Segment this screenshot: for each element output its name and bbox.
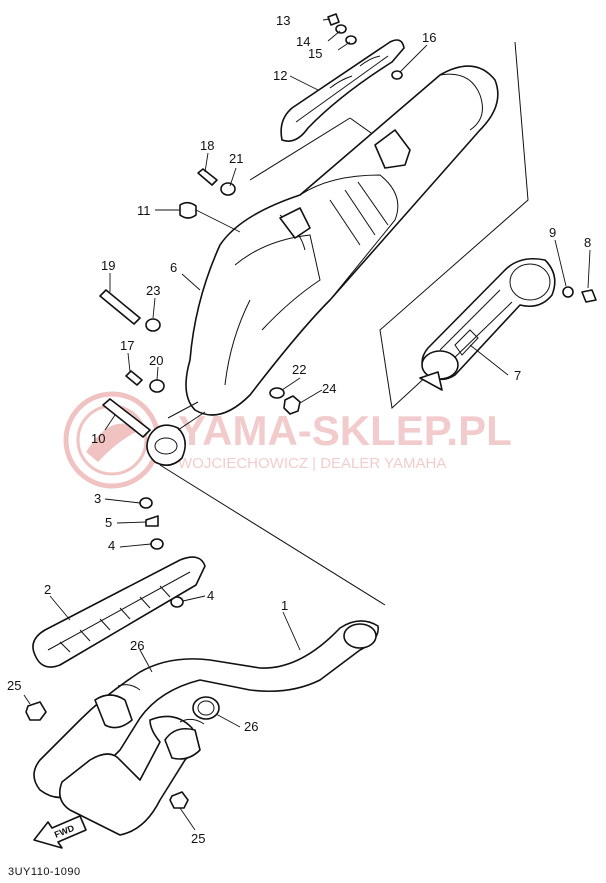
callout-15: 15 bbox=[308, 46, 322, 61]
callout-26-left: 26 bbox=[130, 638, 144, 653]
heat-shield-upper bbox=[280, 39, 405, 142]
callout-5: 5 bbox=[105, 515, 112, 530]
callout-12: 12 bbox=[273, 68, 287, 83]
callout-16: 16 bbox=[422, 30, 436, 45]
callout-6: 6 bbox=[170, 260, 177, 275]
watermark-title: YAMA-SKLEP.PL bbox=[178, 407, 512, 454]
callout-26-right: 26 bbox=[244, 719, 258, 734]
callout-18: 18 bbox=[200, 138, 214, 153]
exhaust-pipe bbox=[33, 620, 379, 836]
muffler-body bbox=[146, 65, 499, 466]
callout-4-upper: 4 bbox=[108, 538, 115, 553]
callout-7: 7 bbox=[514, 368, 521, 383]
callout-2: 2 bbox=[44, 582, 51, 597]
callout-23: 23 bbox=[146, 283, 160, 298]
callout-21: 21 bbox=[229, 151, 243, 166]
callout-13: 13 bbox=[276, 13, 290, 28]
callout-3: 3 bbox=[94, 491, 101, 506]
callout-24: 24 bbox=[322, 381, 336, 396]
callout-19: 19 bbox=[101, 258, 115, 273]
callout-8: 8 bbox=[584, 235, 591, 250]
leader-lines bbox=[23, 18, 591, 831]
callout-10: 10 bbox=[91, 431, 105, 446]
callout-14: 14 bbox=[296, 34, 310, 49]
callout-4-lower: 4 bbox=[207, 588, 214, 603]
callout-labels: 13 14 15 16 12 18 21 11 6 19 23 17 20 10… bbox=[7, 13, 591, 846]
callout-20: 20 bbox=[149, 353, 163, 368]
callout-17: 17 bbox=[120, 338, 134, 353]
watermark-subtitle: WOJCIECHOWICZ | DEALER YAMAHA bbox=[178, 455, 446, 472]
callout-9: 9 bbox=[549, 225, 556, 240]
callout-1: 1 bbox=[281, 598, 288, 613]
heat-shield-lower bbox=[32, 556, 206, 668]
figure-code: 3UY110-1090 bbox=[8, 866, 81, 878]
callout-25-left: 25 bbox=[7, 678, 21, 693]
callout-22: 22 bbox=[292, 362, 306, 377]
tail-pipe-insert bbox=[419, 257, 556, 391]
watermark: YAMA-SKLEP.PL WOJCIECHOWICZ | DEALER YAM… bbox=[63, 391, 512, 489]
callout-11: 11 bbox=[137, 203, 151, 218]
callout-25-bottom: 25 bbox=[191, 831, 205, 846]
fwd-direction-arrow: FWD bbox=[33, 815, 87, 849]
